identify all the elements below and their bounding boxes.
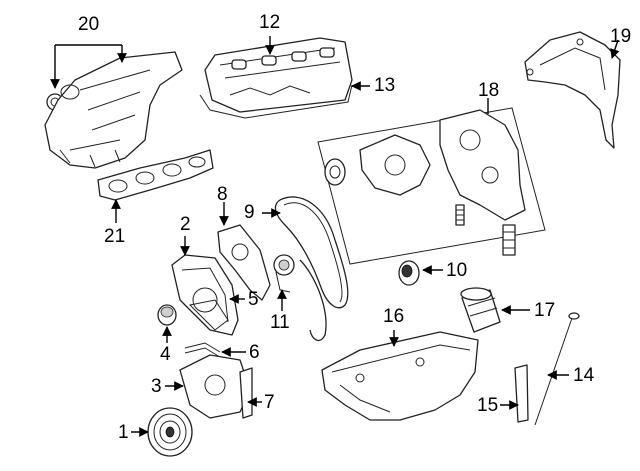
part-6-hose[interactable] [184, 342, 221, 358]
part-4-plug[interactable] [157, 304, 177, 326]
part-9-timing-belt[interactable] [274, 196, 349, 342]
part-18-kit-box[interactable] [317, 107, 546, 265]
part-16-oil-pan[interactable] [321, 331, 479, 421]
part-20-intake-manifold[interactable] [44, 51, 183, 169]
part-14-dipstick[interactable] [534, 312, 580, 426]
part-11-tensioner[interactable] [273, 254, 295, 293]
part-12-valve-cover[interactable] [204, 37, 353, 113]
part-15-dipstick-tube[interactable] [514, 364, 529, 423]
part-5-cover-plate[interactable] [188, 299, 229, 331]
part-2-timing-cover[interactable] [171, 254, 239, 336]
part-7-pump-gasket[interactable] [239, 367, 253, 419]
leader-lines [50, 36, 620, 437]
part-21-intake-gasket[interactable] [97, 149, 214, 201]
part-17-oil-filter[interactable] [460, 287, 501, 333]
part-19-timing-cover-gasket[interactable] [524, 31, 621, 149]
part-1-crank-pulley[interactable] [147, 407, 193, 457]
part-3-water-pump[interactable] [179, 354, 251, 419]
part-10-idler-pulley[interactable] [398, 260, 420, 286]
part-8-timing-plate[interactable] [217, 224, 271, 301]
part-13-valve-cover-gasket[interactable] [199, 84, 353, 119]
